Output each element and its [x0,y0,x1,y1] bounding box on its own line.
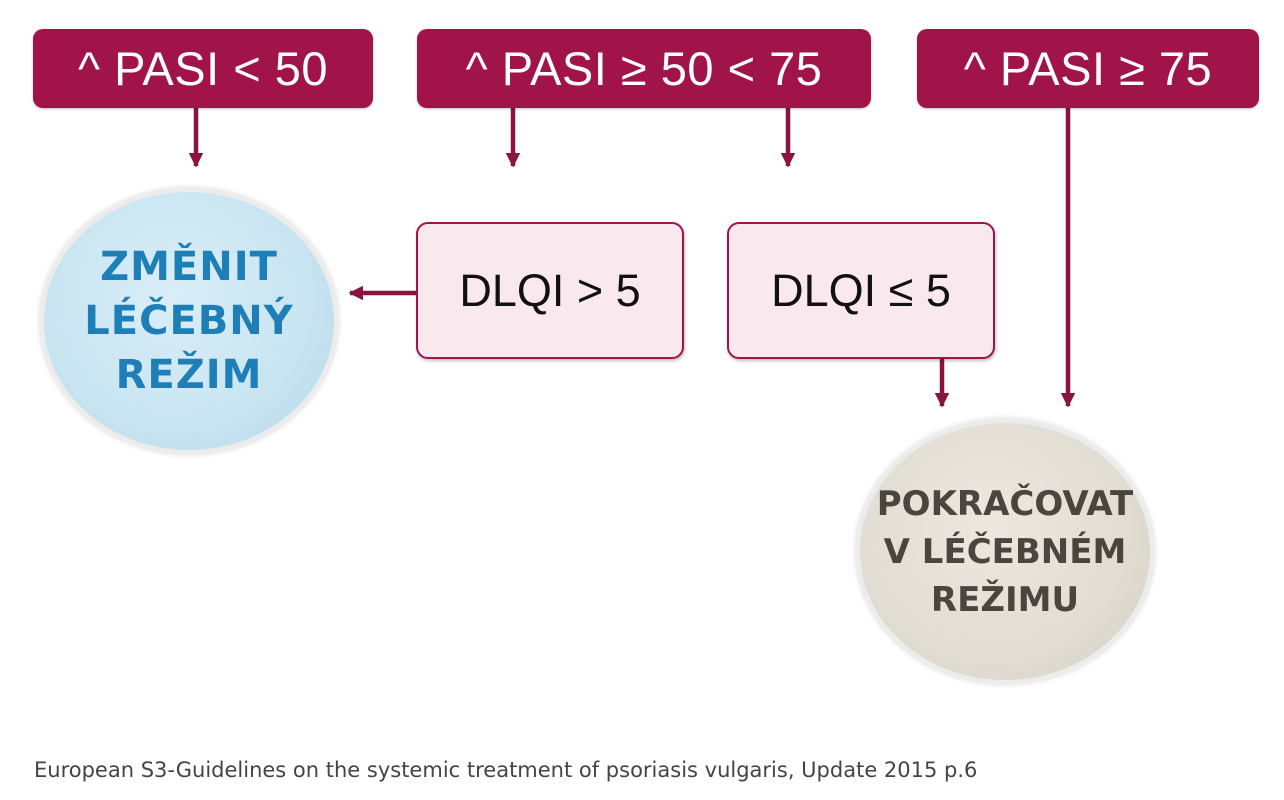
continue-regimen-line: POKRAČOVAT [876,483,1134,524]
dlqi-greater-5-box: DLQI > 5 [416,222,684,359]
continue-regimen-circle: POKRAČOVAT V LÉČEBNÉM REŽIMU [856,419,1154,684]
dlqi-at-most-5-box: DLQI ≤ 5 [727,222,995,359]
continue-regimen-line: REŽIMU [930,579,1080,620]
continue-regimen-text: POKRAČOVAT V LÉČEBNÉM REŽIMU [877,480,1133,624]
change-regimen-line: REŽIM [115,352,263,398]
pasi-below-50-box: ^ PASI < 50 [33,29,373,108]
pasi-above-75-box: ^ PASI ≥ 75 [917,29,1259,108]
source-citation: European S3-Guidelines on the systemic t… [34,758,978,782]
change-regimen-text: ZMĚNIT LÉČEBNÝ REŽIM [84,240,293,402]
change-regimen-circle: ZMĚNIT LÉČEBNÝ REŽIM [40,188,338,454]
pasi-50-to-75-box: ^ PASI ≥ 50 < 75 [417,29,871,108]
change-regimen-line: LÉČEBNÝ [84,298,294,344]
continue-regimen-line: V LÉČEBNÉM [883,531,1127,572]
change-regimen-line: ZMĚNIT [100,244,278,290]
